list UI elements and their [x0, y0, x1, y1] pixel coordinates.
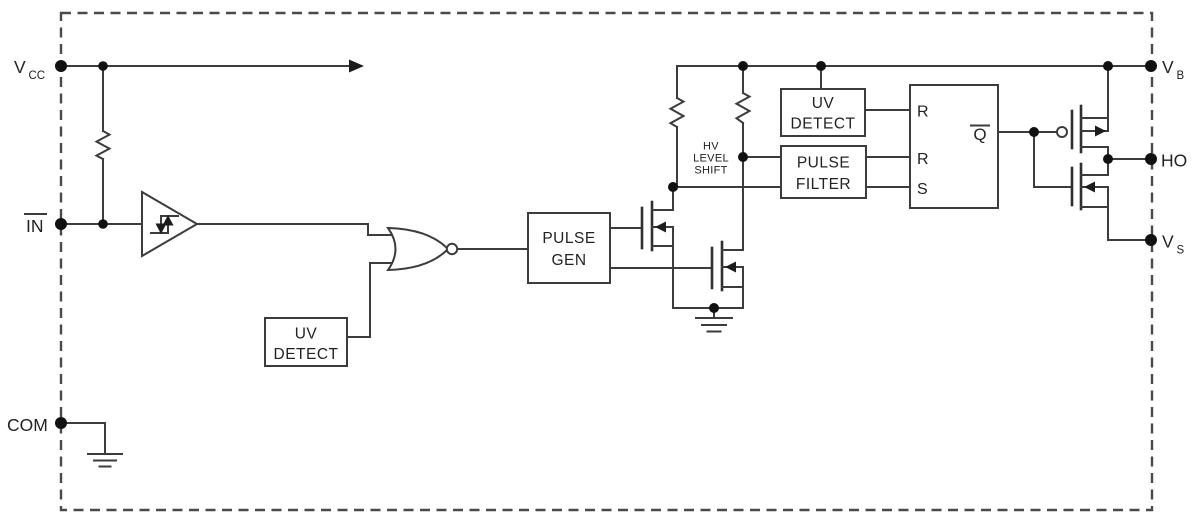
latch-output-q-label: Q	[973, 125, 986, 144]
mosfet-source-wire	[651, 245, 674, 309]
pin-com-label: COM	[7, 415, 48, 435]
output-nmos-icon	[1070, 158, 1109, 241]
hysteresis-arrow-down	[155, 223, 167, 234]
pin-vcc-subscript: CC	[29, 70, 46, 82]
hysteresis-arrow-up	[162, 215, 174, 226]
output-pmos-icon	[1070, 65, 1109, 160]
uv-detect-label-line2: DETECT	[274, 346, 339, 363]
junction-dot	[98, 61, 108, 71]
mosfet-arrow-icon	[1095, 125, 1106, 137]
pullup-resistor-left-icon	[668, 65, 686, 188]
resistor-zigzag	[734, 91, 752, 125]
mosfet-drain-wire	[1080, 158, 1109, 176]
pin-vb-subscript: B	[1177, 70, 1185, 82]
ic-boundary-dashed-border	[59, 11, 1154, 512]
pin-com: COM	[7, 415, 67, 435]
pin-dot	[55, 218, 67, 230]
pulse-filter-label-line2: FILTER	[796, 176, 851, 193]
block-box	[780, 145, 867, 199]
inverter-bubble-icon	[445, 242, 459, 256]
nor-top-input-wire	[367, 223, 394, 236]
latch-input-r2-label: R	[917, 151, 929, 168]
junction-dot	[816, 61, 826, 71]
mosfet-arrow-icon	[655, 221, 666, 233]
junction-dot	[98, 219, 108, 229]
latch-input-s-label: S	[917, 181, 928, 198]
mosfet-source-wire	[721, 286, 744, 309]
latch-input-r1-label: R	[917, 104, 929, 121]
block-box	[264, 317, 348, 367]
pin-vcc: V CC	[14, 57, 67, 82]
pin-vb-label: V	[1162, 57, 1174, 77]
schmitt-buffer-icon	[141, 190, 199, 258]
mosfet-arrow-icon	[1084, 181, 1095, 193]
uv-detect-highside-block: UV DETECT	[780, 88, 866, 137]
block-box	[527, 212, 611, 284]
junction-dot	[738, 152, 748, 162]
pin-dot	[1145, 234, 1157, 246]
pin-dot	[55, 60, 67, 72]
pin-ho: HO	[1145, 151, 1187, 171]
block-box	[909, 84, 999, 209]
uv-detect-hs-label-line1: UV	[812, 95, 835, 112]
pin-vs-subscript: S	[1177, 245, 1185, 257]
resistor-zigzag	[94, 129, 112, 161]
pmos-gate-bubble-icon	[1056, 126, 1068, 138]
pulse-filter-label-line1: PULSE	[797, 155, 850, 172]
pin-vb: V B	[1145, 57, 1185, 82]
level-shift-mosfet-left-icon	[640, 186, 674, 309]
nor-body	[386, 226, 449, 272]
junction-dot	[1029, 127, 1039, 137]
hv-label-line1: HV	[703, 141, 719, 153]
junction-dot	[668, 182, 678, 192]
pin-vcc-label: V	[14, 57, 26, 77]
arrowhead-right-icon	[349, 59, 364, 73]
pulse-gen-label-line1: PULSE	[542, 230, 595, 247]
mosfet-source-wire	[1080, 65, 1109, 119]
pin-dot	[1145, 60, 1157, 72]
junction-dot	[738, 61, 748, 71]
hv-label-line2: LEVEL	[693, 153, 729, 165]
hv-label-line3: SHIFT	[694, 165, 727, 177]
nmos-gate-wire	[1033, 131, 1073, 188]
rs-latch-block: R R S Q	[909, 84, 999, 209]
junction-dot	[1103, 61, 1113, 71]
pin-dot	[1145, 153, 1157, 165]
com-ground-icon	[60, 422, 123, 468]
uv-detect-input-block: UV DETECT	[264, 317, 348, 367]
pin-dot	[55, 417, 67, 429]
junction-dot	[709, 303, 719, 313]
pin-ho-label: HO	[1161, 151, 1187, 171]
mosfet-arrow-icon	[725, 261, 736, 273]
level-shift-mosfet-right-icon	[710, 156, 744, 309]
com-wire	[60, 422, 106, 455]
resistor-zigzag	[668, 96, 686, 129]
junction-dots	[98, 61, 1113, 313]
mosfet-source-wire	[1080, 206, 1109, 241]
pulse-filter-block: PULSE FILTER	[780, 145, 867, 199]
input-resistor-icon	[94, 65, 112, 225]
uv-detect-label-line1: UV	[295, 326, 318, 343]
vcc-supply-wire	[60, 59, 364, 73]
pullup-resistor-right-icon	[734, 65, 752, 158]
hv-level-shift-label: HV LEVEL SHIFT	[693, 141, 729, 177]
block-box	[780, 88, 866, 137]
nor-gate-icon	[386, 226, 459, 272]
nor-bottom-input-wire	[346, 262, 394, 338]
pin-vs: V S	[1145, 232, 1185, 257]
junction-dot	[1103, 154, 1113, 164]
mosfet-drain-wire	[651, 186, 674, 211]
pin-in: IN	[24, 213, 67, 236]
mosfet-drain-wire	[721, 156, 744, 251]
uv-detect-hs-label-line2: DETECT	[791, 116, 856, 133]
pin-vs-label: V	[1162, 232, 1174, 252]
pulse-gen-block: PULSE GEN	[527, 212, 611, 284]
pin-in-label: IN	[26, 216, 44, 236]
pulse-gen-label-line2: GEN	[551, 252, 586, 269]
level-shift-ground-icon	[672, 307, 744, 333]
